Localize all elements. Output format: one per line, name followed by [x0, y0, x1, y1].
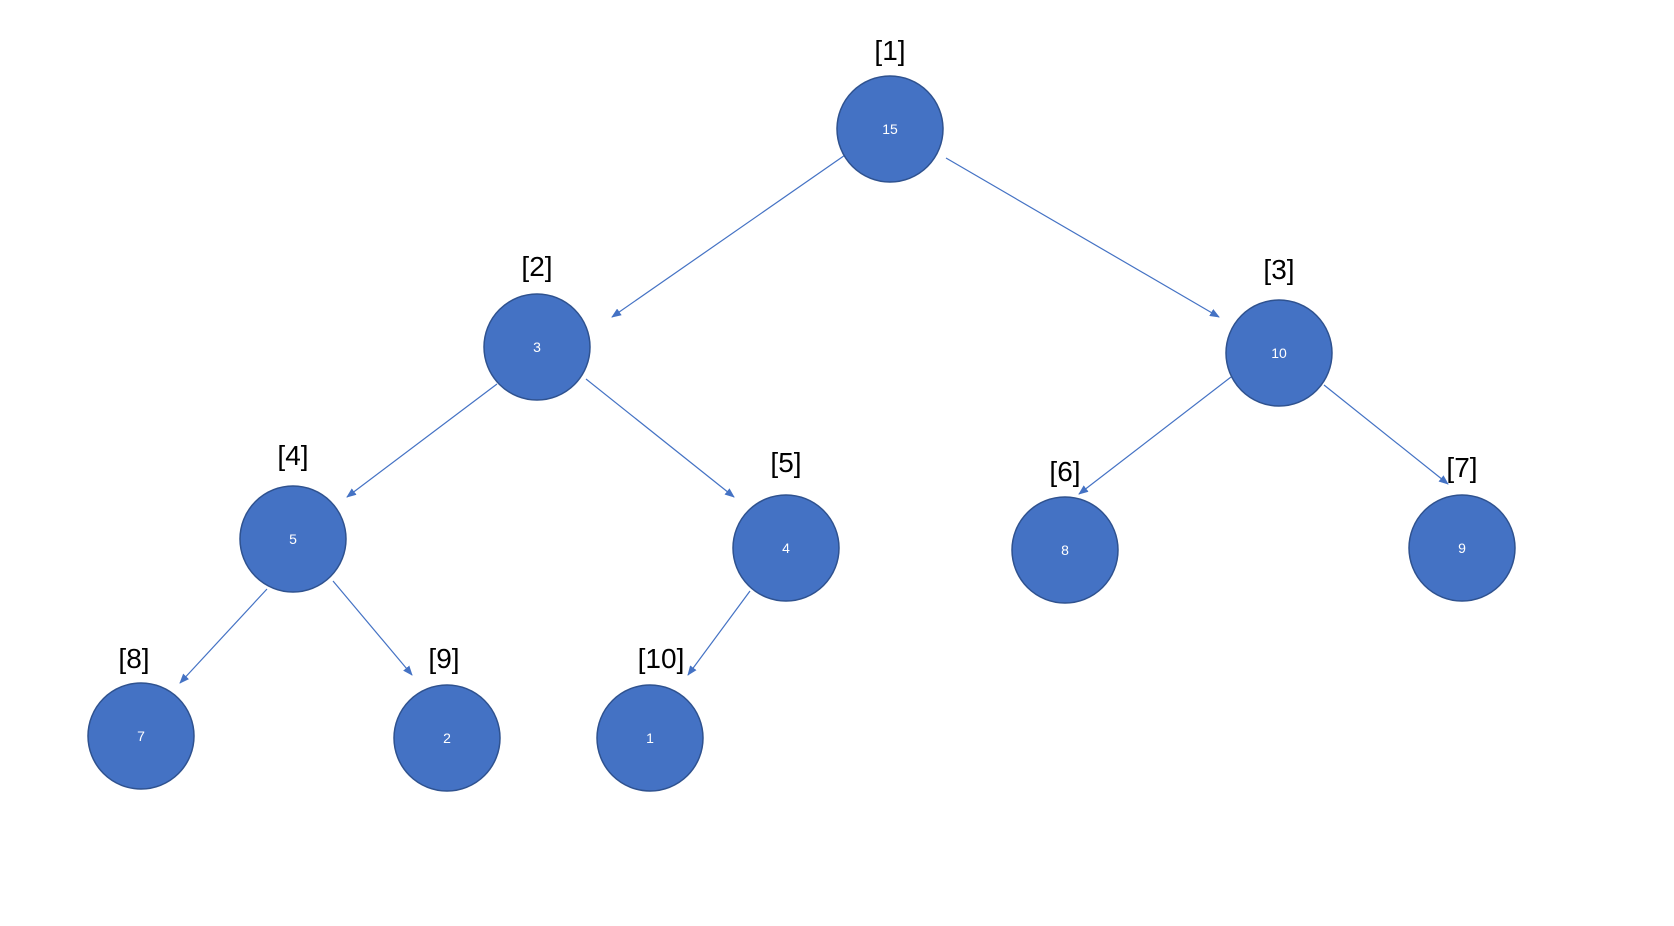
- node-value-label: 2: [443, 730, 451, 746]
- node-index-label: [5]: [770, 447, 801, 478]
- edge-arrow-4-to-8: [179, 588, 268, 684]
- tree-node-10: 1 [10]: [596, 643, 704, 792]
- node-circle: [732, 494, 840, 602]
- node-value-label: 4: [782, 540, 790, 556]
- edge-arrow-3-to-6: [1078, 376, 1232, 495]
- node-index-label: [9]: [428, 643, 459, 674]
- node-circle: [1225, 299, 1333, 407]
- node-circle: [87, 682, 195, 790]
- tree-node-4: 5 [4]: [239, 440, 347, 593]
- node-index-label: [7]: [1446, 452, 1477, 483]
- nodes-layer: 15 [1] 3 [2] 10 [3] 5 [4] 4 [5] 8 [6] 9 [7] 7 [8] 2 [9] 1 […: [87, 35, 1516, 792]
- tree-node-6: 8 [6]: [1011, 456, 1119, 604]
- tree-node-7: 9 [7]: [1408, 452, 1516, 602]
- tree-node-9: 2 [9]: [393, 643, 501, 792]
- edge-arrow-2-to-4: [346, 383, 498, 498]
- node-value-label: 8: [1061, 542, 1069, 558]
- node-index-label: [1]: [874, 35, 905, 66]
- node-circle: [393, 684, 501, 792]
- edges-layer: [179, 152, 1449, 684]
- node-index-label: [3]: [1263, 254, 1294, 285]
- tree-node-1: 15 [1]: [836, 35, 944, 183]
- node-circle: [1011, 496, 1119, 604]
- node-value-label: 10: [1271, 345, 1287, 361]
- edge-arrow-1-to-3: [945, 157, 1220, 318]
- node-index-label: [10]: [638, 643, 685, 674]
- node-circle: [836, 75, 944, 183]
- node-circle: [483, 293, 591, 401]
- node-value-label: 3: [533, 339, 541, 355]
- edge-arrow-1-to-2: [611, 152, 849, 318]
- edge-arrow-5-to-10: [687, 590, 751, 676]
- node-index-label: [6]: [1049, 456, 1080, 487]
- tree-node-3: 10 [3]: [1225, 254, 1333, 407]
- node-circle: [596, 684, 704, 792]
- node-value-label: 1: [646, 730, 654, 746]
- node-value-label: 15: [882, 121, 898, 137]
- node-value-label: 7: [137, 728, 145, 744]
- node-index-label: [4]: [277, 440, 308, 471]
- tree-node-2: 3 [2]: [483, 251, 591, 401]
- node-value-label: 5: [289, 531, 297, 547]
- node-value-label: 9: [1458, 540, 1466, 556]
- node-circle: [239, 485, 347, 593]
- tree-node-8: 7 [8]: [87, 643, 195, 790]
- edge-arrow-4-to-9: [332, 580, 413, 676]
- tree-node-5: 4 [5]: [732, 447, 840, 602]
- node-index-label: [8]: [118, 643, 149, 674]
- edge-arrow-2-to-5: [585, 378, 735, 498]
- node-index-label: [2]: [521, 251, 552, 282]
- edge-arrow-3-to-7: [1323, 384, 1449, 485]
- node-circle: [1408, 494, 1516, 602]
